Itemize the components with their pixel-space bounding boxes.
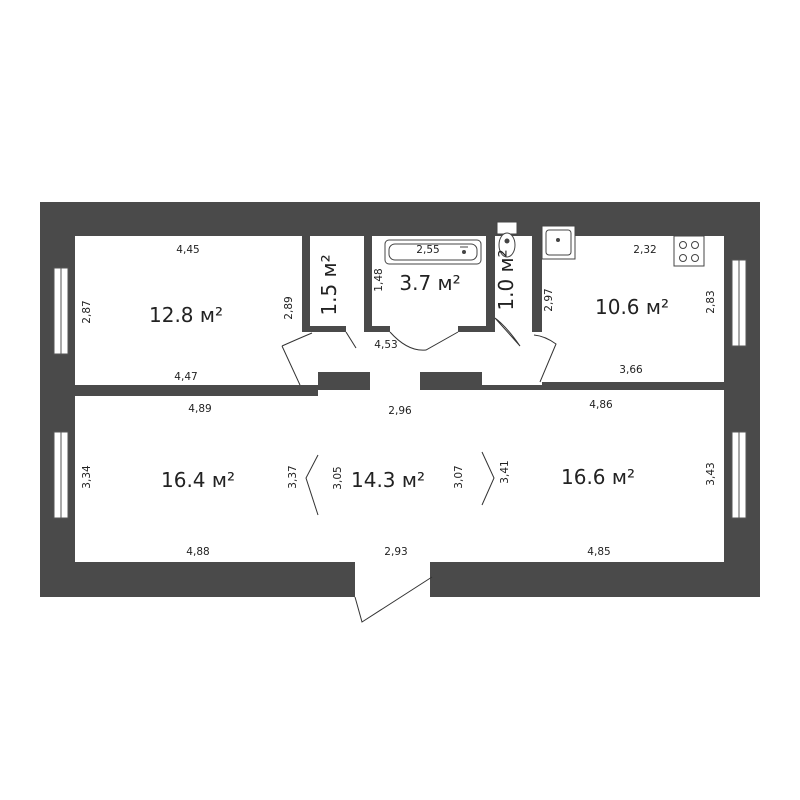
dimension-label: 2,93 [384,546,407,558]
bathtub-icon [384,239,482,265]
dimension-label: 3,43 [705,462,717,485]
door-toilet [494,317,521,347]
door-entrance [354,576,433,623]
dimension-label: 4,45 [176,244,199,256]
room-area: 16.6 м² [561,465,635,489]
door-room-left [305,454,319,516]
window-left-top [53,267,69,355]
corridor-wall-left [318,372,370,390]
door-bath [389,331,459,351]
bath-wall-bottom-left [364,326,390,332]
room-area: 16.4 м² [161,468,235,492]
window-right-top [731,259,747,347]
dimension-label: 3,66 [619,364,643,376]
area-labels: 12.8 м² 1.5 м² 3.7 м² 1.0 м² 10.6 м² 16.… [149,249,669,492]
dimension-label: 3,07 [453,465,465,488]
walls [40,202,760,597]
window-left-bottom [53,431,69,519]
dimension-label: 2,32 [633,244,656,256]
dimension-label: 2,83 [705,290,717,313]
dimension-label: 4,47 [174,371,197,383]
dimension-label: 2,55 [416,244,439,256]
corridor-wall-right [420,372,482,390]
dimension-label: 2,96 [388,405,412,417]
dimension-label: 3,05 [332,466,344,489]
toilet-icon [496,221,518,258]
dimension-label: 4,53 [374,339,397,351]
dimension-label: 3,34 [81,465,93,489]
window-right-bottom [731,431,747,519]
dimension-label: 1,48 [373,268,385,291]
dimension-label: 4,89 [188,403,211,415]
doors [281,317,557,623]
dimension-labels: 4,45 2,87 2,89 4,47 2,55 1,48 2,32 2,97 … [81,244,717,558]
room-area: 14.3 м² [351,468,425,492]
wc-wall-bottom [302,326,346,332]
dimension-label: 2,89 [283,296,295,319]
dimension-label: 3,37 [287,465,299,488]
bath-wall-bottom-right [458,326,486,332]
stove-icon [673,235,705,267]
dimension-label: 4,85 [587,546,610,558]
sink-icon [541,225,576,260]
fixtures [384,221,705,267]
dimension-label: 2,87 [81,300,93,323]
door-room-right [481,451,495,506]
room-area: 1.0 м² [494,249,518,310]
room-area: 12.8 м² [149,303,223,327]
door-kitchen [533,334,557,383]
room-area: 3.7 м² [399,271,460,295]
room-area: 10.6 м² [595,295,669,319]
dimension-label: 2,97 [543,288,555,311]
room-area: 1.5 м² [317,254,341,315]
door-room-1 [281,332,313,386]
door-wc [345,331,357,349]
dimension-label: 4,88 [186,546,209,558]
dimension-label: 3,41 [499,460,511,483]
windows [53,259,747,519]
dimension-label: 4,86 [589,399,613,411]
